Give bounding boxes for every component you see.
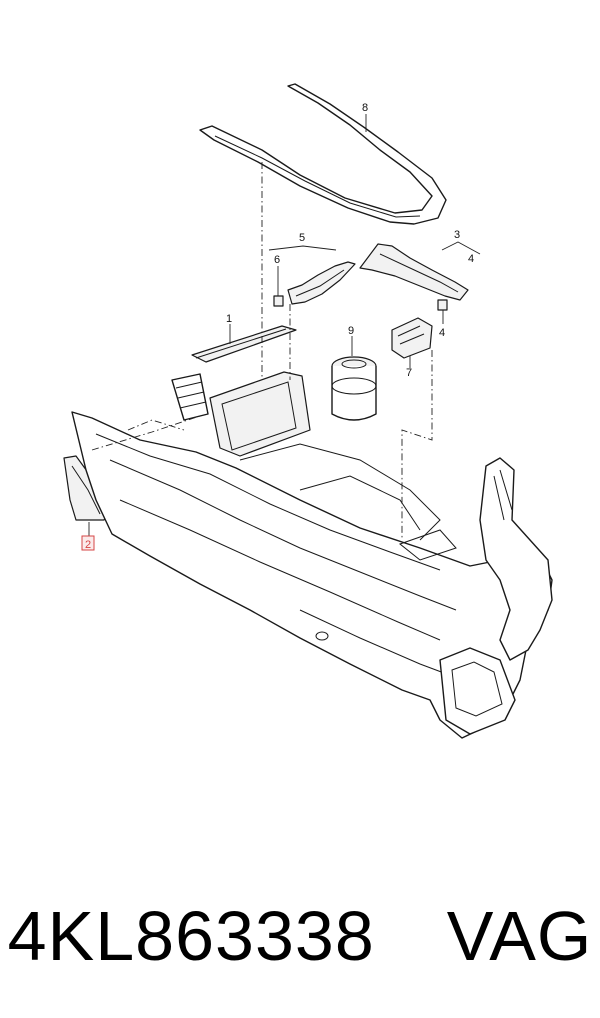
callout-4-lower: 4: [439, 327, 445, 339]
callout-1: 1: [226, 313, 232, 325]
part-3-right-trim: [359, 243, 469, 301]
callout-2: 2: [85, 539, 91, 551]
part-5-left-trim: [287, 261, 356, 305]
exploded-parts-diagram: 8 5 3 4 6 1 4 9 7 2: [63, 83, 553, 739]
callout-4-upper: 4: [468, 253, 474, 265]
part-8-trim-frame: [199, 83, 447, 225]
callout-7: 7: [406, 367, 412, 379]
leader-lines: [88, 114, 481, 536]
part-7-bracket: [391, 317, 433, 359]
assembly-lines: [91, 162, 433, 540]
brand-label: VAG: [446, 897, 593, 975]
callout-3: 3: [454, 229, 460, 241]
center-console-body: [71, 371, 553, 739]
part-6-clip: [273, 295, 284, 307]
part-9-cup-holder: [331, 356, 377, 421]
part-number-label: 4KL863338: [7, 897, 375, 975]
callouts: 8 5 3 4 6 1 4 9 7 2: [81, 102, 474, 551]
part-1-strip: [191, 325, 297, 363]
callout-9: 9: [348, 325, 354, 337]
callout-6: 6: [274, 254, 280, 266]
caption-bar: 4KL863338 VAG: [0, 888, 600, 984]
highlight-box-2: [81, 535, 95, 551]
part-4-clip: [437, 299, 448, 311]
callout-8: 8: [362, 102, 368, 114]
callout-5: 5: [299, 232, 305, 244]
